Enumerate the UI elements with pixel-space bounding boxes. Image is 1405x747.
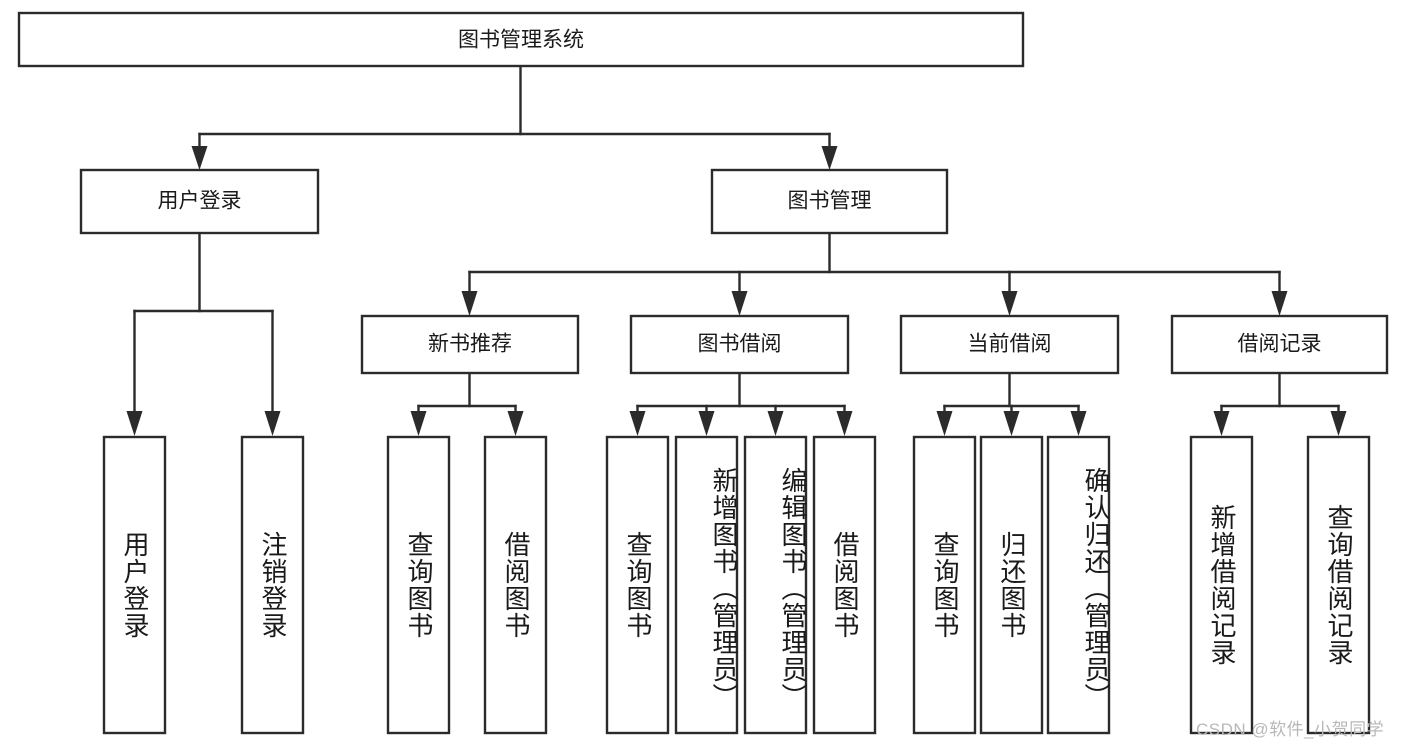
connector-group-book-borrow [629,371,853,436]
arrow-head-cb-child-1 [936,411,953,436]
arrow-head-br-child-1 [1213,411,1230,436]
arrow-head-user-login-child-1 [126,411,143,436]
csdn-watermark: CSDN @软件_小贺同学 [1196,720,1385,739]
connector-group-root [191,64,838,170]
connector-group-current-borrow [936,371,1087,436]
node-label-system-title: 图书管理系统 [458,29,584,52]
arrow-head-bb-child-1 [629,411,646,436]
node-label-borrow-record: 借阅记录 [1238,333,1322,356]
node-box-leaf-br-1[interactable] [1189,435,1254,735]
arrow-head-cb-child-2 [1003,411,1020,436]
node-box-leaf-nbr-1[interactable] [386,435,451,735]
node-label-user-login: 用户登录 [158,190,242,213]
node-label-book-management: 图书管理 [788,190,872,213]
node-box-leaf-nbr-2[interactable] [483,435,548,735]
node-box-leaf-cb-3[interactable] [1046,435,1111,735]
arrow-head-cb-child-3 [1070,411,1087,436]
arrow-head-current-borrow [1001,291,1018,316]
arrow-head-bb-child-2 [698,411,715,436]
connector-group-borrow-record [1213,371,1347,436]
arrow-head-book-borrow [731,291,748,316]
arrow-head-user-login [191,146,208,170]
node-box-leaf-bb-3[interactable] [743,435,808,735]
node-box-leaf-user-login-2[interactable] [240,435,305,735]
node-box-leaf-cb-2[interactable] [979,435,1044,735]
arrow-head-br-child-2 [1330,411,1347,436]
node-box-leaf-user-login-1[interactable] [102,435,167,735]
node-label-book-borrow: 图书借阅 [698,333,782,356]
arrow-head-bb-child-3 [767,411,784,436]
node-label-new-book-recommend: 新书推荐 [428,333,512,356]
arrow-head-borrow-record [1271,291,1288,316]
node-box-leaf-bb-4[interactable] [812,435,877,735]
connector-group-new-book-recommend [410,371,524,436]
arrow-head-user-login-child-2 [264,411,281,436]
node-box-book-management[interactable] [710,168,949,235]
node-box-leaf-br-2[interactable] [1306,435,1371,735]
node-box-book-borrow[interactable] [629,314,850,375]
arrow-head-book-mgmt [821,146,838,170]
arrow-head-nbr-child-2 [507,411,524,436]
node-box-system-title[interactable] [17,11,1025,68]
node-box-new-book-recommend[interactable] [360,314,580,375]
node-box-user-login[interactable] [79,168,320,235]
connector-group-book-mgmt [461,231,1288,316]
node-box-leaf-cb-1[interactable] [912,435,977,735]
node-box-leaf-bb-2[interactable] [674,435,739,735]
node-box-leaf-bb-1[interactable] [605,435,670,735]
connector-group-user-login [126,231,281,436]
node-label-current-borrow: 当前借阅 [968,333,1052,356]
arrow-head-new-book-recommend [461,291,478,316]
arrow-head-nbr-child-1 [410,411,427,436]
node-box-borrow-record[interactable] [1170,314,1389,375]
node-box-current-borrow[interactable] [899,314,1120,375]
arrow-head-bb-child-4 [836,411,853,436]
